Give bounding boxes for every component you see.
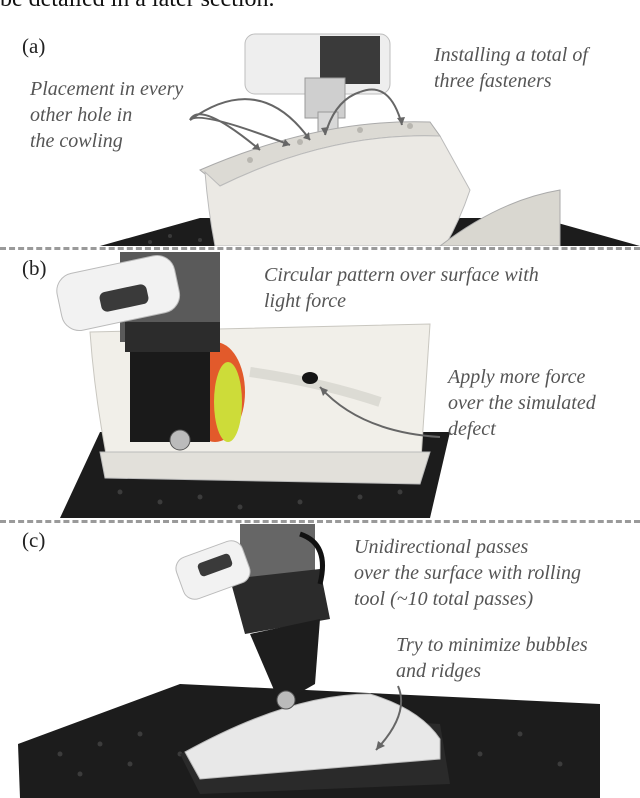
- panel-b-annotation-force: Apply more force over the simulated defe…: [448, 366, 596, 440]
- panel-a-annotation-fasteners: Installing a total of three fasteners: [434, 44, 588, 92]
- panel-divider-ab: [0, 247, 640, 250]
- top-text-fragment: be detailed in a later section.: [0, 0, 275, 13]
- panel-c-annotation-bubbles: Try to minimize bubbles and ridges: [396, 634, 588, 682]
- panel-a-label: (a): [22, 34, 46, 58]
- panel-c-label: (c): [22, 528, 46, 552]
- panel-c-annotation-passes: Unidirectional passes over the surface w…: [354, 536, 582, 610]
- panel-a-photo: [100, 33, 640, 246]
- panel-divider-bc: [0, 520, 640, 523]
- simulated-defect: [302, 372, 318, 384]
- panel-b-photo: [56, 252, 450, 518]
- panel-b-annotation-circular: Circular pattern over surface with light…: [264, 264, 539, 312]
- panel-c-photo: [18, 524, 600, 798]
- film-covered-part: [184, 693, 441, 780]
- panel-b-label: (b): [22, 256, 47, 280]
- panel-a-annotation-placement: Placement in every other hole in the cow…: [30, 78, 184, 152]
